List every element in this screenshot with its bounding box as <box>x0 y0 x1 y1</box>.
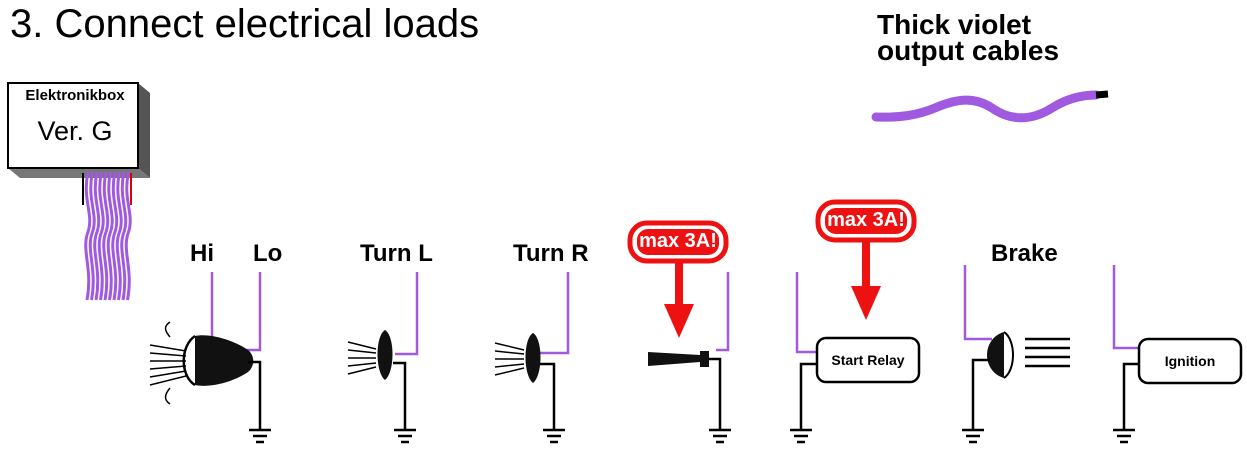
ground-symbols <box>249 428 1135 444</box>
callout-relay-text: max 3A! <box>827 209 905 231</box>
cable-wire <box>115 171 123 301</box>
ignition-label: Ignition <box>1164 353 1216 369</box>
cable-wire <box>97 171 105 301</box>
headlight-hi-lo <box>149 272 262 430</box>
brake-light <box>963 265 1070 430</box>
electronics-box-version: Ver. G <box>37 116 113 146</box>
cable-wire <box>102 171 110 301</box>
cable-wire <box>106 171 114 301</box>
cable-wire <box>124 171 132 301</box>
cable-bundle <box>84 171 132 301</box>
label-brake: Brake <box>991 240 1058 267</box>
horn <box>648 272 730 430</box>
callout-horn-text: max 3A! <box>639 230 717 252</box>
electronics-box <box>7 82 150 205</box>
callout-horn <box>627 220 729 338</box>
callout-relay <box>815 199 917 320</box>
legend-line-1: Thick violet <box>877 9 1032 40</box>
label-hi: Hi <box>190 240 214 267</box>
cable-wire <box>88 171 96 301</box>
ignition <box>1112 265 1243 430</box>
horn-icon <box>648 352 700 366</box>
label-turn-r: Turn R <box>513 240 589 267</box>
legend-title: Thick violet output cables <box>877 9 1060 66</box>
turn-signal-left <box>347 272 419 430</box>
legend-cable <box>871 90 1109 123</box>
brake-lamp-icon <box>987 332 1004 378</box>
turn-left-lamp-icon <box>377 330 393 380</box>
legend-line-2: output cables <box>877 35 1060 66</box>
start-relay-label: Start Relay <box>831 352 905 368</box>
turn-signal-right <box>494 272 570 430</box>
label-lo: Lo <box>253 240 283 267</box>
turn-right-lamp-icon <box>525 333 541 383</box>
cable-wire <box>84 171 92 301</box>
electronics-box-name: Elektronikbox <box>25 87 125 104</box>
cable-wire <box>93 171 101 301</box>
label-turn-l: Turn L <box>360 240 433 267</box>
start-relay <box>795 272 921 430</box>
cable-wire <box>120 171 128 301</box>
page-title: 3. Connect electrical loads <box>10 2 480 46</box>
headlight-icon <box>195 335 254 386</box>
cable-wire <box>111 171 119 301</box>
